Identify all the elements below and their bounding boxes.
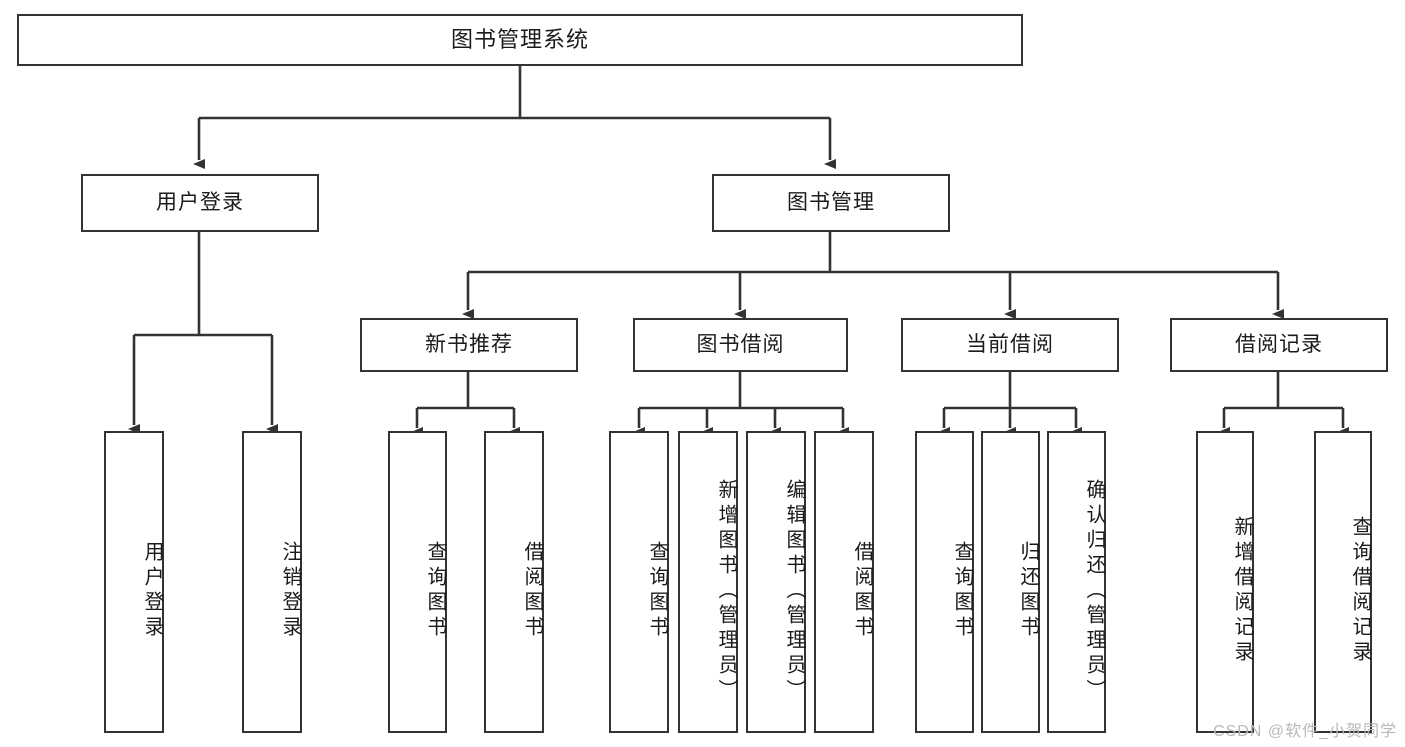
- node-new-book-recommend[interactable]: 新书推荐: [360, 318, 578, 372]
- node-label: 当前借阅: [966, 333, 1054, 357]
- leaf-query-borrow-record[interactable]: 查询借阅记录: [1314, 431, 1372, 733]
- node-label: 归还图书: [1017, 541, 1039, 641]
- node-label: 查询图书: [951, 541, 973, 641]
- node-label: 图书管理: [787, 191, 875, 215]
- node-label: 图书借阅: [696, 333, 785, 357]
- node-label: 新书推荐: [425, 333, 513, 357]
- node-root-book-management-system[interactable]: 图书管理系统: [17, 14, 1023, 66]
- node-label: 查询借阅记录: [1349, 516, 1371, 666]
- node-label: 注销登录: [279, 541, 301, 641]
- leaf-user-login[interactable]: 用户登录: [104, 431, 164, 733]
- csdn-watermark: CSDN @软件_小贺同学: [1213, 723, 1397, 740]
- node-label: 确认归还（管理员）: [1083, 478, 1105, 704]
- leaf-edit-book-admin[interactable]: 编辑图书（管理员）: [746, 431, 806, 733]
- node-label: 编辑图书（管理员）: [783, 478, 805, 704]
- node-user-login[interactable]: 用户登录: [81, 174, 319, 232]
- node-label: 借阅记录: [1235, 333, 1323, 357]
- leaf-query-book-current[interactable]: 查询图书: [915, 431, 974, 733]
- node-label: 借阅图书: [521, 541, 543, 641]
- leaf-query-book-recommend[interactable]: 查询图书: [388, 431, 447, 733]
- node-book-management[interactable]: 图书管理: [712, 174, 950, 232]
- node-label: 新增借阅记录: [1231, 516, 1253, 666]
- leaf-borrow-book-recommend[interactable]: 借阅图书: [484, 431, 544, 733]
- leaf-logout[interactable]: 注销登录: [242, 431, 302, 733]
- node-label: 用户登录: [156, 191, 244, 215]
- leaf-add-book-admin[interactable]: 新增图书（管理员）: [678, 431, 738, 733]
- leaf-add-borrow-record[interactable]: 新增借阅记录: [1196, 431, 1254, 733]
- node-book-borrow[interactable]: 图书借阅: [633, 318, 848, 372]
- node-label: 图书管理系统: [450, 26, 589, 52]
- leaf-confirm-return-admin[interactable]: 确认归还（管理员）: [1047, 431, 1106, 733]
- leaf-query-book-borrow[interactable]: 查询图书: [609, 431, 669, 733]
- leaf-borrow-book[interactable]: 借阅图书: [814, 431, 874, 733]
- leaf-return-book[interactable]: 归还图书: [981, 431, 1040, 733]
- node-label: 用户登录: [141, 541, 163, 641]
- node-label: 新增图书（管理员）: [715, 478, 737, 704]
- node-label: 查询图书: [646, 541, 668, 641]
- node-label: 查询图书: [424, 541, 446, 641]
- node-current-borrow[interactable]: 当前借阅: [901, 318, 1119, 372]
- node-borrow-record[interactable]: 借阅记录: [1170, 318, 1388, 372]
- node-label: 借阅图书: [851, 541, 873, 641]
